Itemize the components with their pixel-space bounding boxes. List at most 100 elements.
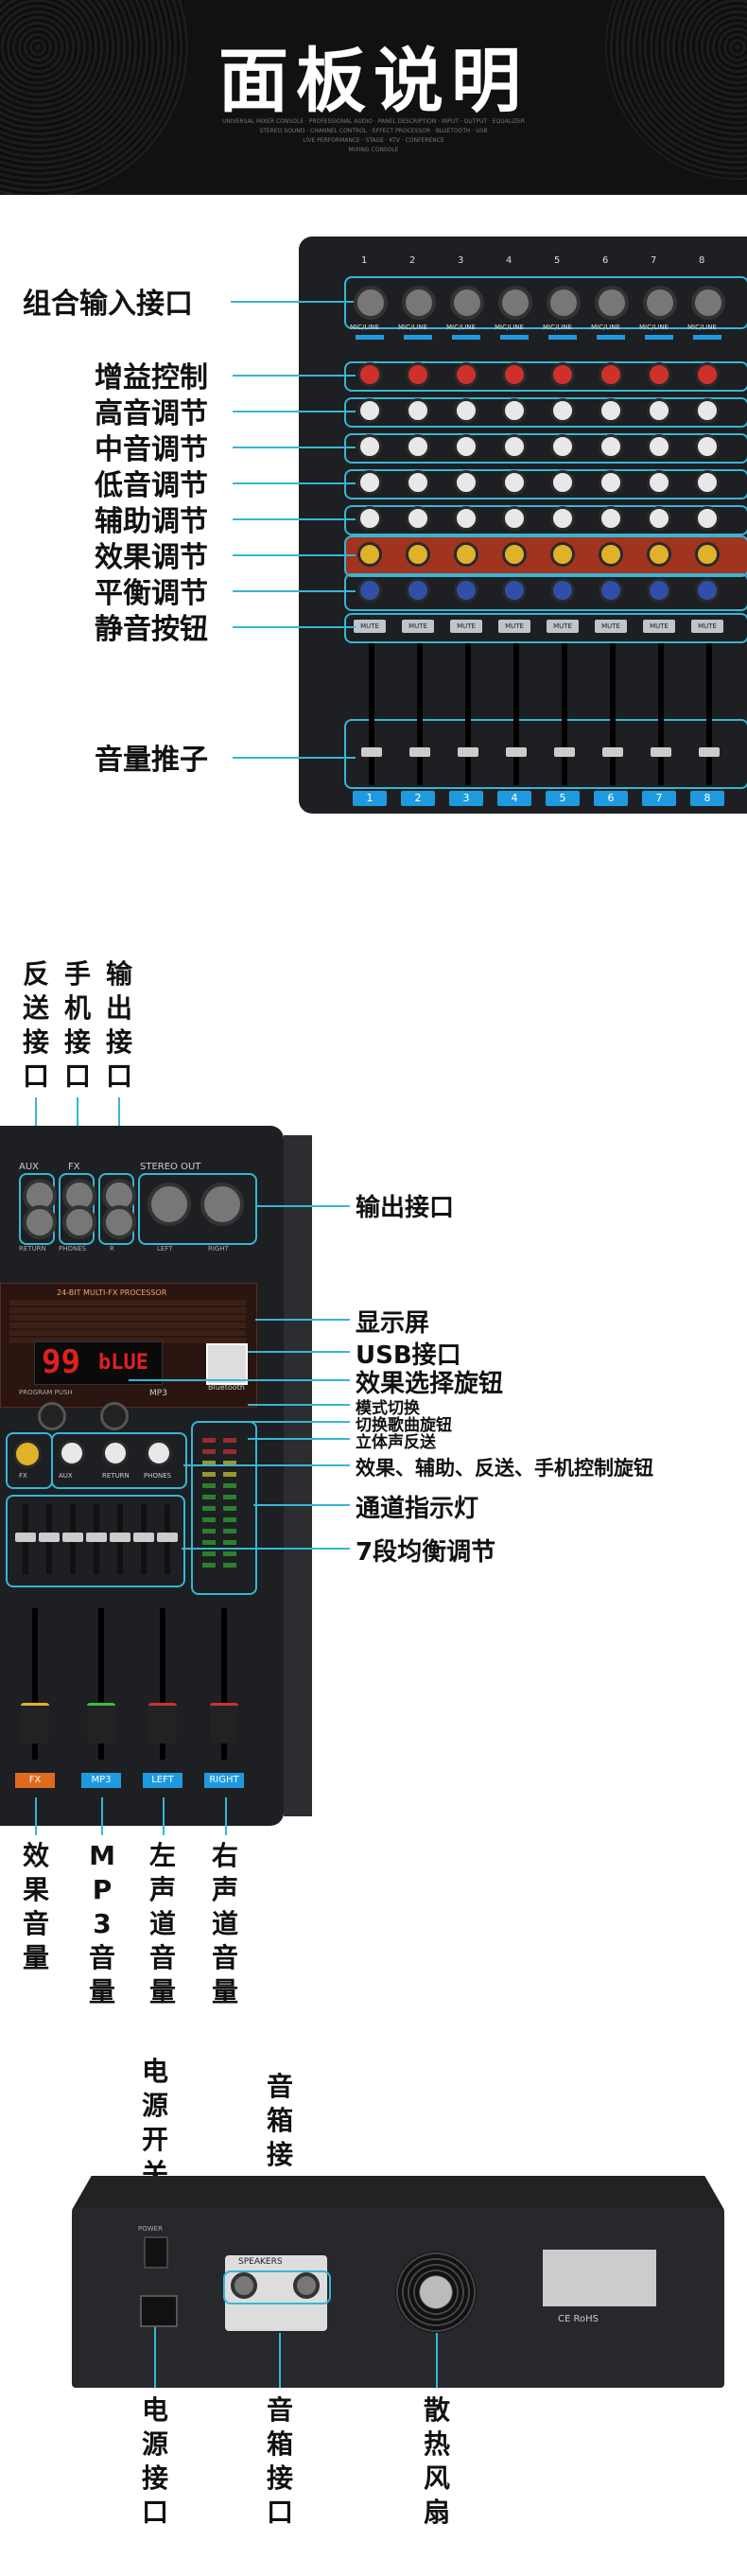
- combo-input-jack[interactable]: [547, 286, 581, 320]
- return-knob[interactable]: [102, 1440, 129, 1466]
- channel-knob[interactable]: [502, 434, 527, 459]
- combo-input-jack[interactable]: [498, 286, 532, 320]
- channel-knob[interactable]: [454, 434, 478, 459]
- channel-knob[interactable]: [695, 398, 720, 423]
- channel-knob[interactable]: [406, 578, 430, 603]
- channel-knob[interactable]: [550, 398, 575, 423]
- channel-knob[interactable]: [357, 542, 382, 567]
- master-fader-knob[interactable]: [21, 1703, 49, 1744]
- channel-knob[interactable]: [599, 434, 623, 459]
- channel-knob[interactable]: [647, 578, 671, 603]
- channel-knob[interactable]: [550, 470, 575, 495]
- channel-knob[interactable]: [695, 578, 720, 603]
- channel-knob[interactable]: [695, 470, 720, 495]
- fader-knob[interactable]: [409, 747, 430, 757]
- power-socket[interactable]: [140, 2295, 178, 2327]
- eq-slider[interactable]: [86, 1533, 107, 1542]
- master-fader-knob[interactable]: [87, 1703, 115, 1744]
- combo-input-jack[interactable]: [450, 286, 484, 320]
- channel-knob[interactable]: [550, 434, 575, 459]
- channel-knob[interactable]: [599, 578, 623, 603]
- mute-button[interactable]: MUTE: [402, 620, 434, 633]
- mute-button[interactable]: MUTE: [595, 620, 627, 633]
- phones-knob[interactable]: [146, 1440, 172, 1466]
- channel-knob[interactable]: [599, 470, 623, 495]
- channel-knob[interactable]: [502, 506, 527, 531]
- channel-knob[interactable]: [502, 398, 527, 423]
- channel-knob[interactable]: [695, 362, 720, 387]
- channel-knob[interactable]: [550, 506, 575, 531]
- master-fader-knob[interactable]: [210, 1703, 238, 1744]
- fader-knob[interactable]: [361, 747, 382, 757]
- channel-knob[interactable]: [357, 398, 382, 423]
- channel-knob[interactable]: [695, 506, 720, 531]
- eq-slider[interactable]: [110, 1533, 130, 1542]
- channel-knob[interactable]: [599, 398, 623, 423]
- combo-input-jack[interactable]: [643, 286, 677, 320]
- channel-knob[interactable]: [599, 542, 623, 567]
- usb-port[interactable]: [206, 1343, 248, 1385]
- master-fader-knob[interactable]: [148, 1703, 177, 1744]
- eq-slider[interactable]: [15, 1533, 36, 1542]
- fader-knob[interactable]: [458, 747, 478, 757]
- channel-knob[interactable]: [599, 506, 623, 531]
- channel-knob[interactable]: [357, 506, 382, 531]
- fader-knob[interactable]: [506, 747, 527, 757]
- fader-knob[interactable]: [602, 747, 623, 757]
- fader-knob[interactable]: [699, 747, 720, 757]
- channel-knob[interactable]: [502, 542, 527, 567]
- eq-slider[interactable]: [62, 1533, 83, 1542]
- channel-knob[interactable]: [647, 506, 671, 531]
- mute-button[interactable]: MUTE: [691, 620, 723, 633]
- song-select-knob[interactable]: [100, 1402, 129, 1430]
- channel-knob[interactable]: [357, 434, 382, 459]
- jack-socket[interactable]: [62, 1205, 96, 1239]
- channel-knob[interactable]: [647, 470, 671, 495]
- channel-knob[interactable]: [550, 362, 575, 387]
- fader-knob[interactable]: [554, 747, 575, 757]
- jack-socket[interactable]: [23, 1205, 57, 1239]
- channel-knob[interactable]: [647, 362, 671, 387]
- eq-slider[interactable]: [133, 1533, 154, 1542]
- channel-knob[interactable]: [647, 542, 671, 567]
- channel-knob[interactable]: [406, 542, 430, 567]
- eq-slider[interactable]: [39, 1533, 60, 1542]
- channel-knob[interactable]: [406, 362, 430, 387]
- channel-knob[interactable]: [454, 542, 478, 567]
- fx-knob[interactable]: [13, 1440, 42, 1468]
- channel-knob[interactable]: [695, 434, 720, 459]
- channel-knob[interactable]: [647, 434, 671, 459]
- channel-knob[interactable]: [502, 470, 527, 495]
- effect-select-knob[interactable]: [38, 1402, 66, 1430]
- channel-knob[interactable]: [406, 434, 430, 459]
- combo-input-jack[interactable]: [595, 286, 629, 320]
- mute-button[interactable]: MUTE: [643, 620, 675, 633]
- channel-knob[interactable]: [599, 362, 623, 387]
- channel-knob[interactable]: [454, 470, 478, 495]
- channel-knob[interactable]: [357, 578, 382, 603]
- channel-knob[interactable]: [647, 398, 671, 423]
- fader-knob[interactable]: [651, 747, 671, 757]
- channel-knob[interactable]: [454, 506, 478, 531]
- channel-knob[interactable]: [406, 470, 430, 495]
- xlr-right-socket[interactable]: [200, 1183, 244, 1226]
- jack-socket[interactable]: [102, 1205, 136, 1239]
- channel-knob[interactable]: [406, 398, 430, 423]
- speakon-socket[interactable]: [293, 2272, 320, 2299]
- channel-knob[interactable]: [357, 362, 382, 387]
- mute-button[interactable]: MUTE: [450, 620, 482, 633]
- combo-input-jack[interactable]: [691, 286, 725, 320]
- power-switch[interactable]: [144, 2236, 168, 2269]
- eq-slider[interactable]: [157, 1533, 178, 1542]
- channel-knob[interactable]: [550, 578, 575, 603]
- channel-knob[interactable]: [357, 470, 382, 495]
- channel-knob[interactable]: [406, 506, 430, 531]
- channel-knob[interactable]: [454, 362, 478, 387]
- speakon-socket[interactable]: [231, 2272, 257, 2299]
- aux-knob[interactable]: [59, 1440, 85, 1466]
- jack-socket[interactable]: [62, 1179, 96, 1213]
- channel-knob[interactable]: [502, 362, 527, 387]
- channel-knob[interactable]: [695, 542, 720, 567]
- channel-knob[interactable]: [550, 542, 575, 567]
- mute-button[interactable]: MUTE: [547, 620, 579, 633]
